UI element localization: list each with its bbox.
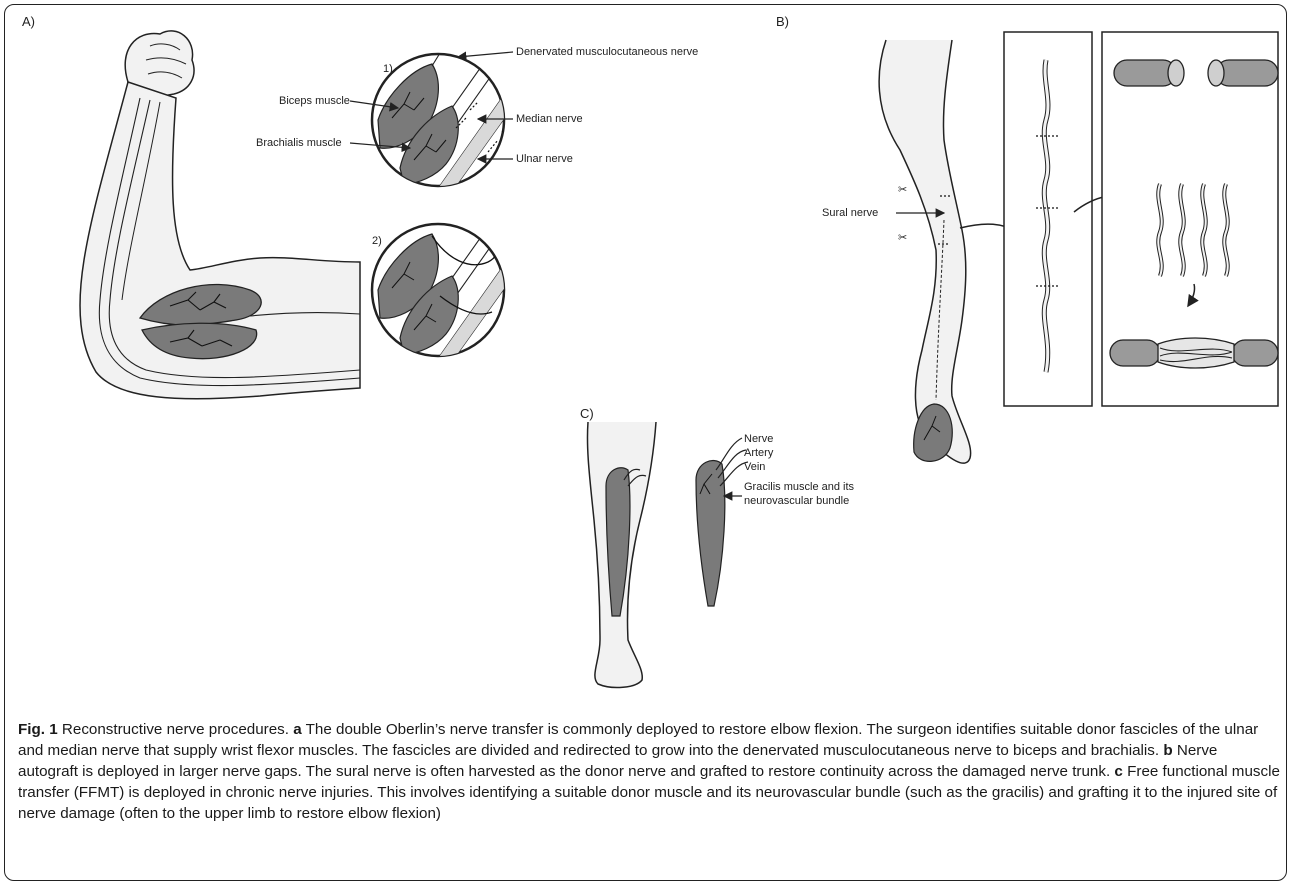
label-median-nerve: Median nerve bbox=[516, 113, 583, 125]
scissors-icon-lower: ✂ bbox=[898, 232, 907, 244]
leg-illustration: ✂ ✂ bbox=[879, 40, 971, 463]
caption-key-c: c bbox=[1114, 763, 1122, 780]
inset-2-label: 2) bbox=[372, 235, 382, 247]
caption-fig-label: Fig. 1 bbox=[18, 721, 58, 738]
inset-circle-2 bbox=[372, 210, 594, 384]
label-ulnar-nerve: Ulnar nerve bbox=[516, 153, 573, 165]
inset-1-label: 1) bbox=[383, 63, 393, 75]
label-vein: Vein bbox=[744, 461, 765, 473]
scissors-icon-upper: ✂ bbox=[898, 184, 907, 196]
inset-circle-1 bbox=[372, 40, 594, 214]
figure-illustration: 1) 2) Denervated musculocutaneous nerve … bbox=[0, 0, 1293, 720]
thigh-illustration bbox=[587, 422, 656, 687]
label-brachialis-muscle: Brachialis muscle bbox=[256, 137, 342, 149]
gracilis-muscle-illustration bbox=[696, 438, 748, 606]
caption-key-a: a bbox=[293, 721, 301, 738]
graft-repair-box bbox=[1102, 32, 1278, 406]
label-artery: Artery bbox=[744, 447, 774, 459]
label-biceps-muscle: Biceps muscle bbox=[279, 95, 350, 107]
caption-title: Reconstructive nerve procedures. bbox=[62, 721, 289, 738]
flexed-arm-illustration bbox=[80, 31, 360, 399]
label-sural-nerve: Sural nerve bbox=[822, 207, 878, 219]
label-gracilis-line2: neurovascular bundle bbox=[744, 495, 849, 507]
label-nerve: Nerve bbox=[744, 433, 773, 445]
label-gracilis-line1: Gracilis muscle and its bbox=[744, 481, 855, 493]
harvested-nerve-box bbox=[1004, 32, 1092, 406]
label-denervated-nerve: Denervated musculocutaneous nerve bbox=[516, 46, 698, 58]
figure-caption: Fig. 1 Reconstructive nerve procedures. … bbox=[18, 719, 1280, 824]
caption-key-b: b bbox=[1163, 742, 1172, 759]
